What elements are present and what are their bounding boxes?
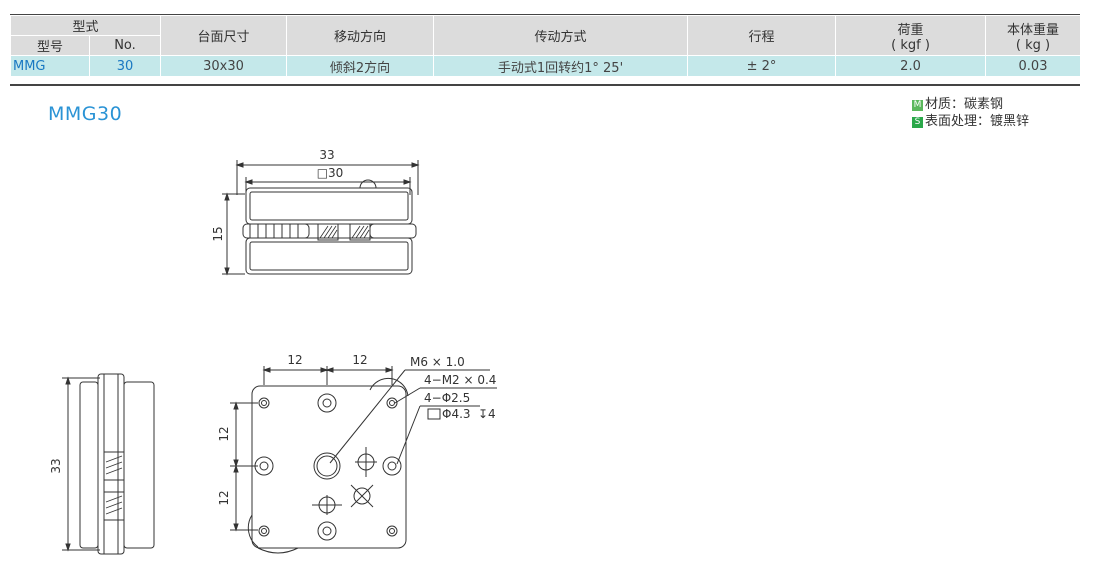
- dim-side-height: 33: [49, 458, 63, 473]
- header-no: No.: [88, 35, 162, 56]
- material-text: 材质：碳素钢: [925, 97, 1004, 112]
- header-weight-line1: 本体重量: [1007, 22, 1060, 38]
- dim-top-height: 15: [211, 226, 225, 241]
- header-direction: 移动方向: [286, 15, 435, 56]
- header-load-line2: ( kgf ): [891, 37, 930, 53]
- callout-m6: M6 × 1.0: [410, 355, 465, 369]
- dim-top-square: □30: [317, 166, 344, 180]
- header-stroke: 行程: [687, 15, 837, 56]
- dim-front-h2: 12: [352, 353, 367, 367]
- side-view: [62, 373, 155, 555]
- dim-front-h1: 12: [287, 353, 302, 367]
- cell-model: MMG: [10, 55, 90, 77]
- model-title: MMG30: [48, 103, 123, 125]
- surface-text: 表面处理：镀黑锌: [925, 114, 1030, 129]
- depth-symbol-icon: ↧: [478, 407, 488, 421]
- callout-m2: 4−M2 × 0.4: [424, 373, 496, 387]
- surface-badge-icon: S: [912, 117, 923, 128]
- side-view-hatch: [105, 455, 123, 515]
- top-view-hatch: [319, 225, 370, 239]
- cell-stroke: ± 2°: [687, 55, 837, 77]
- top-view: [222, 160, 420, 276]
- header-load-line1: 荷重: [897, 22, 924, 38]
- header-drive: 传动方式: [433, 15, 689, 56]
- dim-top-width: 33: [319, 148, 334, 162]
- front-view: [230, 366, 497, 554]
- header-weight: 本体重量( kg ): [985, 15, 1082, 56]
- callout-phi: 4−Φ2.5: [424, 391, 470, 405]
- material-badge-icon: M: [912, 100, 923, 111]
- cell-drive: 手动式1回转约1° 25': [433, 55, 689, 77]
- cell-no: 30: [88, 55, 162, 77]
- cell-direction: 倾斜2方向: [286, 55, 435, 77]
- cell-table-size: 30x30: [160, 55, 288, 77]
- callout-depth: 4: [488, 407, 496, 421]
- header-model: 型号: [10, 35, 90, 56]
- table-top-rule: [10, 14, 1080, 15]
- dim-front-v2: 12: [217, 490, 231, 505]
- header-weight-line2: ( kg ): [1015, 37, 1051, 53]
- table-bottom-rule: [10, 84, 1080, 86]
- header-load: 荷重( kgf ): [835, 15, 987, 56]
- callout-cbore: Φ4.3: [442, 407, 471, 421]
- dim-front-v1: 12: [217, 426, 231, 441]
- header-table-size: 台面尺寸: [160, 15, 288, 56]
- cell-load: 2.0: [835, 55, 987, 77]
- cell-weight: 0.03: [985, 55, 1082, 77]
- spec-table: 型式 台面尺寸 移动方向 传动方式 行程 荷重( kgf ) 本体重量( kg …: [9, 15, 1082, 77]
- header-type-group: 型式: [9, 15, 162, 36]
